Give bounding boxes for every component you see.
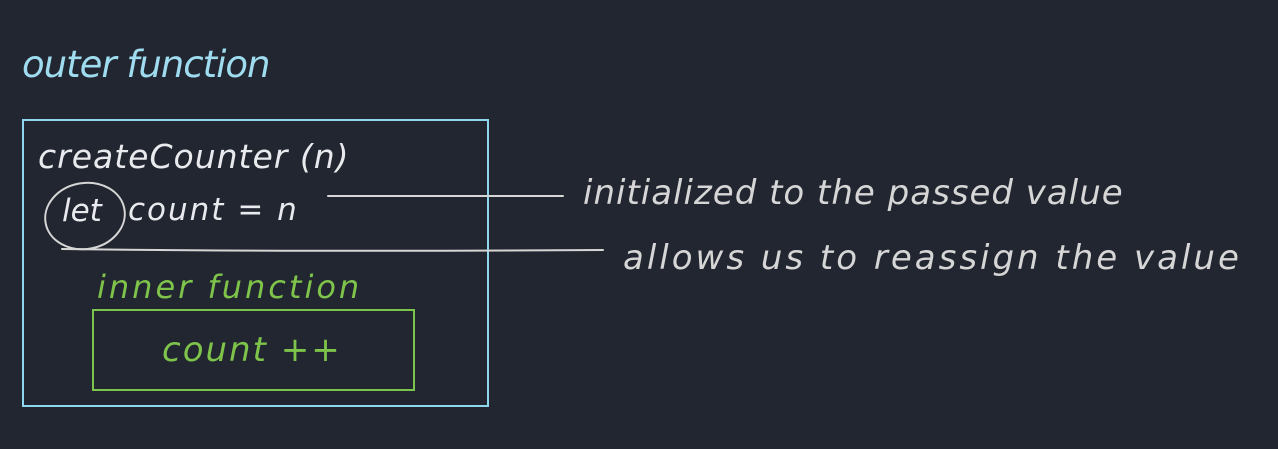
count-increment: count ++ (162, 330, 342, 370)
let-keyword: let (62, 193, 102, 229)
inner-function-box (92, 309, 415, 391)
count-declaration: count = n (128, 192, 299, 228)
outer-function-label: outer function (22, 43, 270, 86)
outer-function-box (22, 119, 489, 407)
inner-function-label: inner function (97, 268, 363, 306)
annotation-let: allows us to reassign the value (623, 238, 1242, 278)
annotation-initialized: initialized to the passed value (583, 173, 1124, 213)
function-signature: createCounter (n) (38, 137, 350, 176)
